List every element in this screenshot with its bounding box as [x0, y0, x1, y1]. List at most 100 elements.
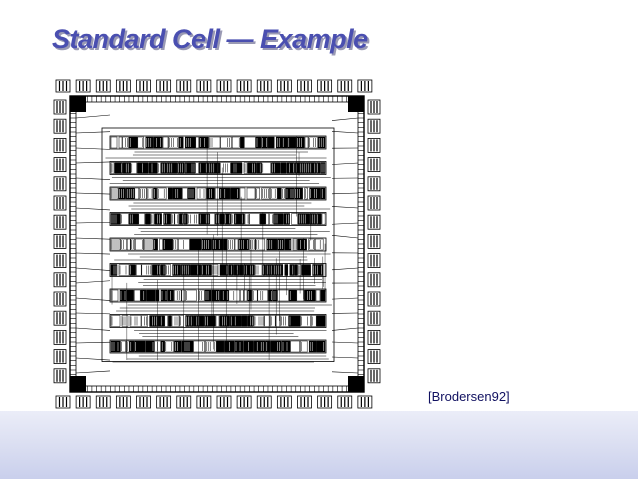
- routing-wire: [331, 222, 359, 225]
- std-cell: [240, 136, 245, 149]
- std-cell: [304, 136, 309, 149]
- std-cell: [240, 289, 244, 302]
- std-cell: [173, 289, 182, 302]
- routing-wire: [75, 207, 111, 211]
- corner-cell: [348, 96, 364, 112]
- std-cell: [165, 264, 171, 276]
- std-cell: [120, 213, 129, 225]
- std-cell: [261, 162, 272, 174]
- std-cell: [208, 136, 221, 149]
- std-cell: [150, 213, 155, 225]
- routing-wire: [75, 237, 111, 240]
- std-cell: [230, 162, 243, 174]
- std-cell: [230, 187, 240, 200]
- std-cell: [262, 264, 266, 276]
- std-cell: [275, 315, 281, 327]
- std-cell: [118, 187, 126, 200]
- std-cell: [178, 238, 190, 251]
- std-cell: [241, 315, 248, 327]
- routing-wire: [75, 177, 111, 180]
- std-cell: [316, 162, 321, 174]
- std-cell: [294, 264, 298, 276]
- std-cell: [130, 238, 136, 251]
- routing-wire: [75, 327, 111, 331]
- std-cell: [304, 187, 308, 200]
- std-cell: [159, 238, 163, 251]
- std-cell: [269, 187, 278, 200]
- std-cell: [243, 289, 248, 302]
- std-cell: [129, 315, 142, 327]
- std-cell: [289, 264, 295, 276]
- std-cell: [269, 315, 276, 327]
- routing-wire: [75, 297, 111, 301]
- std-cell: [265, 264, 274, 276]
- std-cell: [187, 213, 199, 225]
- std-cell: [273, 264, 284, 276]
- std-cell: [114, 162, 123, 174]
- std-cell: [164, 340, 175, 353]
- std-cell: [271, 162, 281, 174]
- std-cell: [126, 238, 131, 251]
- routing-wire: [75, 370, 111, 374]
- std-cell: [273, 213, 284, 225]
- routing-wire: [75, 267, 111, 271]
- routing-wire: [331, 267, 359, 271]
- corner-cell: [70, 376, 86, 392]
- std-cell: [317, 136, 326, 149]
- std-cell: [118, 136, 123, 149]
- std-cell: [281, 187, 286, 200]
- std-cell: [290, 340, 300, 353]
- std-cell: [196, 187, 207, 200]
- std-cell: [162, 238, 173, 251]
- std-cell: [219, 264, 229, 276]
- std-cell: [284, 264, 289, 276]
- std-cell: [195, 162, 199, 174]
- std-cell: [143, 238, 154, 251]
- std-cell: [277, 289, 289, 302]
- routing-wire: [331, 130, 359, 134]
- std-cell: [174, 213, 180, 225]
- std-cell: [172, 187, 183, 200]
- std-cell: [208, 162, 221, 174]
- std-cell: [287, 136, 297, 149]
- std-cell: [206, 187, 215, 200]
- routing-wire: [331, 235, 359, 239]
- std-cell: [294, 187, 303, 200]
- std-cell: [177, 162, 185, 174]
- std-cell: [178, 136, 184, 149]
- std-cell: [215, 315, 220, 327]
- std-cell: [153, 136, 163, 149]
- std-cell: [308, 340, 317, 353]
- std-cell: [299, 340, 308, 353]
- std-cell: [297, 264, 302, 276]
- routing-wire: [331, 341, 359, 344]
- routing-wire: [331, 206, 359, 209]
- std-cell: [135, 238, 144, 251]
- std-cell: [244, 136, 256, 149]
- slide-title: Standard Cell — Example: [52, 24, 368, 54]
- std-cell: [219, 289, 229, 302]
- routing-wire: [75, 131, 111, 134]
- std-cell: [297, 238, 307, 251]
- std-cell: [211, 238, 224, 251]
- routing-wire: [331, 192, 359, 195]
- std-cell: [171, 315, 180, 327]
- routing-wire: [75, 252, 111, 255]
- routing-wire: [75, 147, 111, 150]
- std-cell: [320, 162, 326, 174]
- std-cell: [272, 289, 278, 302]
- std-cell: [185, 315, 190, 327]
- std-cell: [189, 238, 202, 251]
- routing-wire: [331, 117, 359, 121]
- std-cell: [152, 264, 161, 276]
- std-cell: [265, 213, 270, 225]
- std-cell: [231, 136, 241, 149]
- std-cell: [301, 264, 311, 276]
- chip-layout-image: [52, 78, 382, 410]
- std-cell: [310, 315, 317, 327]
- std-cell: [120, 340, 126, 353]
- std-cell: [204, 340, 217, 353]
- std-cell: [129, 340, 135, 353]
- std-cell: [233, 264, 240, 276]
